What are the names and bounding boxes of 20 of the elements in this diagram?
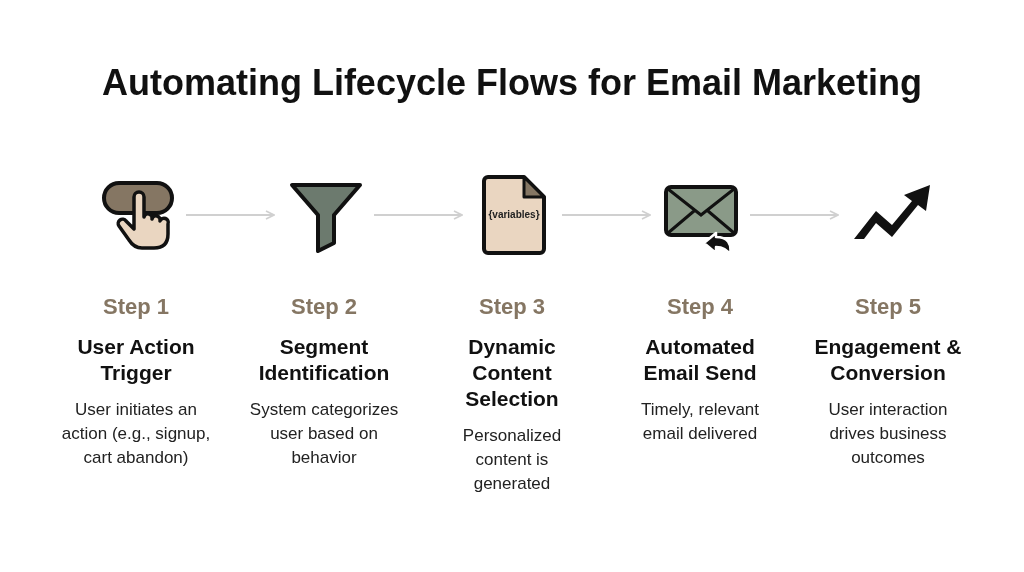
arrow [185,210,275,220]
step-description: System categorizes user based on behavior [249,399,399,469]
title: Automating Lifecycle Flows for Email Marketing [101,62,923,104]
step-description: Timely, relevant email delivered [639,399,761,445]
arrow [373,210,463,220]
step-title: Automated Email Send [642,334,758,386]
arrow [561,210,651,220]
step-title: User Action Trigger [76,334,196,386]
step-label: Step 1 [103,294,169,320]
step-description: Personalized content is generated [461,425,563,495]
step-label: Step 5 [855,294,921,320]
step-label: Step 4 [667,294,733,320]
step-title: Segment Identification [257,334,391,386]
step-description: User initiates an action (e.g., signup, cart abandon) [61,399,211,469]
step-label: Step 3 [479,294,545,320]
step-description: User interaction drives business outcomes [827,399,949,469]
arrow [749,210,839,220]
step-label: Step 2 [291,294,357,320]
step-title: Dynamic Content Selection [464,334,560,412]
step-title: Engagement & Conversion [813,334,963,386]
